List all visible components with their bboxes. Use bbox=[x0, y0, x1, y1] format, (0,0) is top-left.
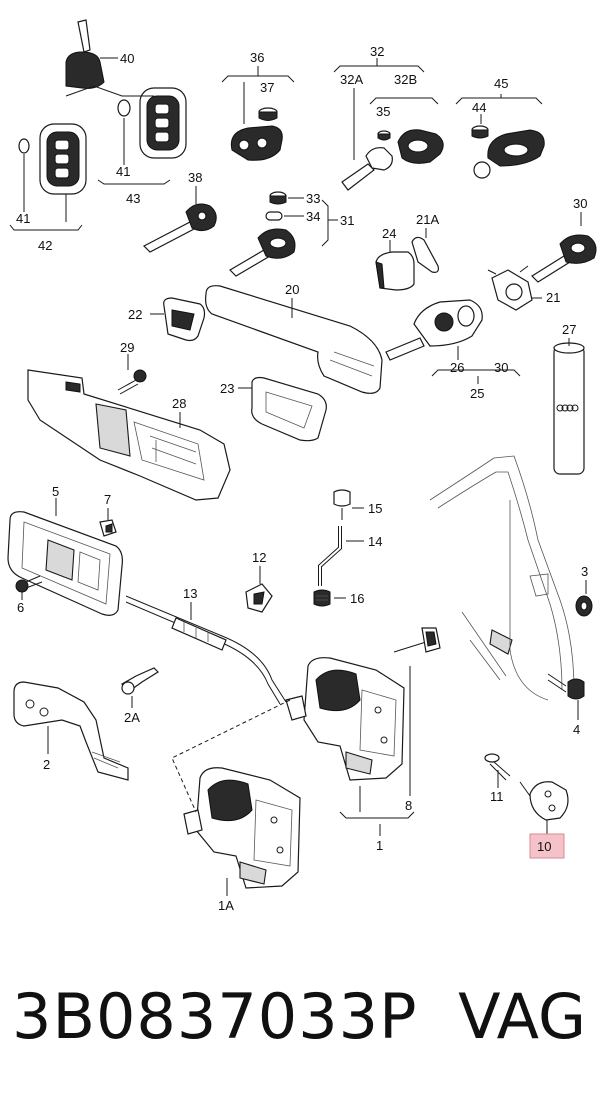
rod-14 bbox=[318, 526, 342, 586]
footer: 3B0837033P VAG bbox=[0, 980, 600, 1070]
remote-43 bbox=[139, 87, 187, 159]
callout-22: 22 bbox=[128, 307, 142, 322]
callout-43: 43 bbox=[126, 191, 140, 206]
pin-2a bbox=[121, 667, 159, 695]
callout-3: 3 bbox=[581, 564, 588, 579]
cap-24 bbox=[375, 251, 415, 291]
callout-27: 27 bbox=[562, 322, 576, 337]
callout-41-right: 41 bbox=[116, 164, 130, 179]
handle-carrier-28 bbox=[27, 369, 231, 501]
key-31 bbox=[229, 228, 296, 277]
cable-13 bbox=[125, 595, 287, 705]
callout-40: 40 bbox=[120, 51, 134, 66]
callout-42: 42 bbox=[38, 238, 52, 253]
housing-21 bbox=[487, 265, 533, 311]
key-32a bbox=[341, 147, 393, 191]
striker-plate-10 bbox=[519, 781, 569, 821]
screw-29 bbox=[117, 369, 147, 395]
screw-6 bbox=[15, 575, 43, 593]
key-30 bbox=[531, 234, 597, 283]
callout-31: 31 bbox=[340, 213, 354, 228]
callout-13: 13 bbox=[183, 586, 197, 601]
callout-1a: 1A bbox=[218, 898, 234, 913]
callout-26: 26 bbox=[450, 360, 464, 375]
callout-30-cylinder: 30 bbox=[494, 360, 508, 375]
gasket-22 bbox=[163, 297, 206, 342]
callout-10: 10 bbox=[537, 839, 551, 854]
door-lock-1a bbox=[183, 767, 301, 889]
bolt-15 bbox=[333, 489, 351, 520]
door-lock-1 bbox=[285, 657, 405, 781]
callout-15: 15 bbox=[368, 501, 382, 516]
pin-8 bbox=[393, 627, 441, 653]
callout-25: 25 bbox=[470, 386, 484, 401]
door-panel bbox=[429, 455, 575, 701]
key-fob-36 bbox=[230, 125, 283, 161]
callout-6: 6 bbox=[17, 600, 24, 615]
highlight-box-10 bbox=[529, 833, 565, 859]
callout-7: 7 bbox=[104, 492, 111, 507]
callout-32a: 32A bbox=[340, 72, 363, 87]
callout-12: 12 bbox=[252, 550, 266, 565]
bushing-3 bbox=[575, 595, 593, 617]
battery-37 bbox=[258, 107, 278, 121]
bulb-34 bbox=[265, 211, 283, 221]
callout-28: 28 bbox=[172, 396, 186, 411]
o-ring-41-right bbox=[117, 99, 131, 117]
battery-44 bbox=[471, 125, 489, 139]
callout-2: 2 bbox=[43, 757, 50, 772]
callout-16: 16 bbox=[350, 591, 364, 606]
callout-21: 21 bbox=[546, 290, 560, 305]
callout-8: 8 bbox=[405, 798, 412, 813]
key-fob-45 bbox=[473, 129, 545, 179]
callout-32: 32 bbox=[370, 44, 384, 59]
door-handle-20 bbox=[205, 285, 383, 394]
callout-32b: 32B bbox=[394, 72, 417, 87]
callout-2a: 2A bbox=[124, 710, 140, 725]
callout-45: 45 bbox=[494, 76, 508, 91]
part-number: 3B0837033P bbox=[12, 980, 418, 1053]
key-38 bbox=[142, 203, 217, 253]
remote-head-32b bbox=[397, 129, 444, 164]
clip-7 bbox=[99, 519, 117, 537]
callout-37: 37 bbox=[260, 80, 274, 95]
callout-44: 44 bbox=[472, 100, 486, 115]
key-blade-40 bbox=[65, 19, 118, 89]
o-ring-41-left bbox=[18, 138, 30, 154]
inner-handle-5 bbox=[7, 511, 123, 616]
bolt-4 bbox=[547, 673, 585, 700]
callout-11: 11 bbox=[490, 789, 504, 804]
callout-4: 4 bbox=[573, 722, 580, 737]
bracket-2 bbox=[13, 681, 129, 781]
callout-24: 24 bbox=[382, 226, 396, 241]
callout-33: 33 bbox=[306, 191, 320, 206]
callout-34: 34 bbox=[306, 209, 320, 224]
screw-35 bbox=[377, 130, 391, 141]
callout-29: 29 bbox=[120, 340, 134, 355]
callout-20: 20 bbox=[285, 282, 299, 297]
lock-cylinder-26 bbox=[385, 299, 483, 361]
callout-41-left: 41 bbox=[16, 211, 30, 226]
callout-30-key: 30 bbox=[573, 196, 587, 211]
brand-name: VAG bbox=[458, 980, 586, 1053]
callout-36: 36 bbox=[250, 50, 264, 65]
spray-can-27 bbox=[553, 342, 585, 475]
callout-38: 38 bbox=[188, 170, 202, 185]
callout-14: 14 bbox=[368, 534, 382, 549]
callout-1: 1 bbox=[376, 838, 383, 853]
battery-33 bbox=[269, 191, 287, 205]
callout-35: 35 bbox=[376, 104, 390, 119]
callout-23: 23 bbox=[220, 381, 234, 396]
remote-42 bbox=[39, 123, 87, 195]
seal-21a bbox=[411, 236, 439, 273]
callout-5: 5 bbox=[52, 484, 59, 499]
gasket-23 bbox=[251, 376, 327, 442]
exploded-parts-diagram: 40 36 37 32 32A 32B 45 35 44 41 43 41 42… bbox=[7, 19, 597, 913]
grommet-16 bbox=[313, 589, 331, 607]
callout-21a: 21A bbox=[416, 212, 439, 227]
clip-12 bbox=[245, 583, 273, 613]
